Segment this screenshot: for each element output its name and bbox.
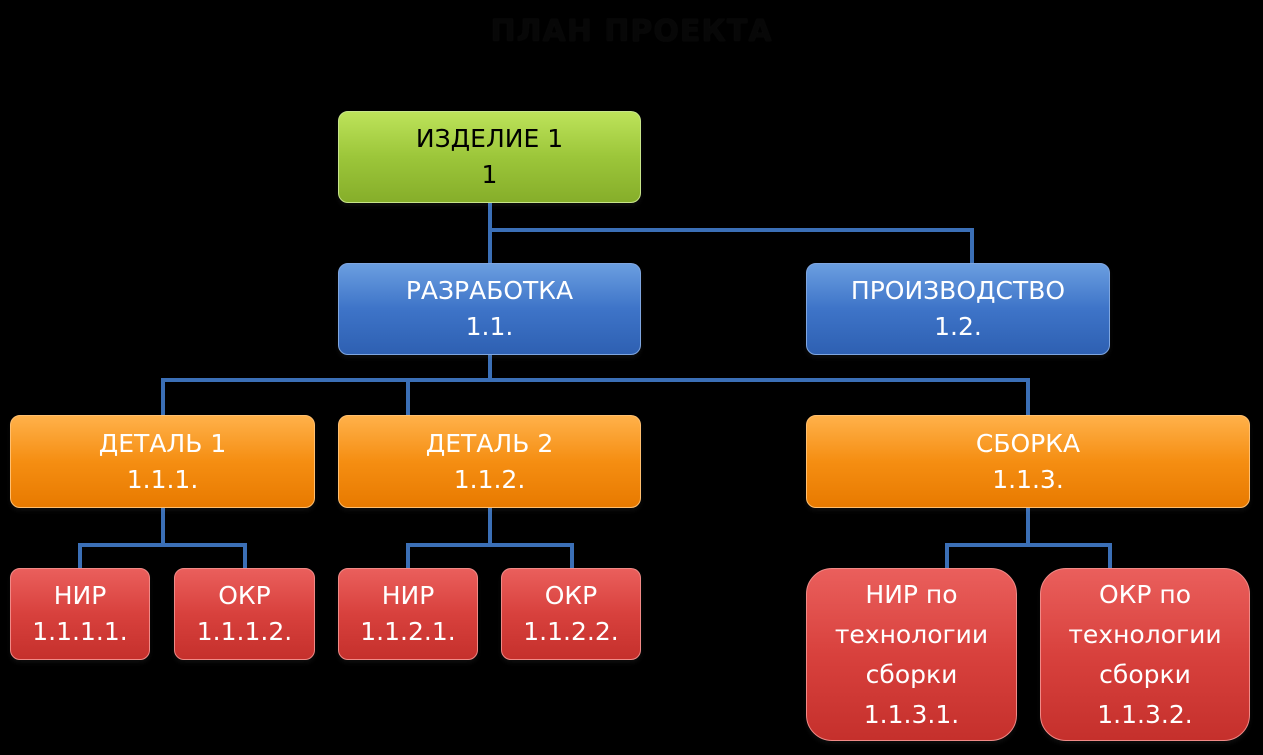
node-assembly-development-line3: сборки [1099, 659, 1191, 689]
connector-det1 [78, 506, 247, 570]
node-detail-2: ДЕТАЛЬ 2 1.1.2. [338, 415, 641, 508]
node-development-name: РАЗРАБОТКА [405, 276, 574, 305]
node-detail-2-name: ДЕТАЛЬ 2 [425, 428, 554, 458]
node-assembly-research-line3: сборки [865, 659, 958, 689]
node-production: ПРОИЗВОДСТВО 1.2. [806, 263, 1110, 355]
node-assembly: СБОРКА 1.1.3. [806, 415, 1250, 508]
node-development-work-2-code: 1.1.2.2. [523, 617, 619, 646]
node-development-code: 1.1. [465, 312, 514, 341]
node-research-1-name: НИР [53, 581, 107, 610]
connector-det2 [406, 506, 574, 570]
node-production-code: 1.2. [934, 312, 982, 341]
node-detail-1-name: ДЕТАЛЬ 1 [98, 428, 227, 458]
node-assembly-code: 1.1.3. [992, 464, 1064, 494]
node-assembly-development: ОКР по технологии сборки 1.1.3.2. [1040, 568, 1250, 741]
node-detail-1-code: 1.1.1. [126, 464, 199, 494]
node-research-2-code: 1.1.2.1. [360, 617, 456, 646]
node-assembly-research-code: 1.1.3.1. [863, 699, 960, 729]
node-assembly-development-line1: ОКР по [1098, 579, 1192, 609]
node-assembly-development-line2: технологии [1068, 619, 1222, 649]
node-research-2: НИР 1.1.2.1. [338, 568, 478, 660]
node-assembly-research: НИР по технологии сборки 1.1.3.1. [806, 568, 1017, 741]
node-detail-1: ДЕТАЛЬ 1 1.1.1. [10, 415, 315, 508]
node-development-work-1-name: ОКР [218, 581, 271, 610]
node-production-name: ПРОИЗВОДСТВО [850, 276, 1066, 305]
connector-dev [161, 353, 1030, 417]
node-development-work-2-name: ОКР [544, 581, 598, 610]
node-research-1-code: 1.1.1.1. [32, 617, 128, 646]
node-assembly-research-line2: технологии [834, 619, 989, 649]
node-detail-2-code: 1.1.2. [453, 464, 526, 494]
node-development-work-2: ОКР 1.1.2.2. [501, 568, 641, 660]
connector-asm [945, 506, 1112, 570]
node-development: РАЗРАБОТКА 1.1. [338, 263, 641, 355]
node-product-1: ИЗДЕЛИЕ 1 1 [338, 111, 641, 203]
node-research-2-name: НИР [381, 581, 435, 610]
diagram-title: ПЛАН ПРОЕКТА [490, 14, 773, 49]
node-assembly-research-line1: НИР по [865, 579, 958, 609]
connector-root [488, 203, 974, 265]
node-product-1-code: 1 [481, 160, 498, 189]
node-research-1: НИР 1.1.1.1. [10, 568, 150, 660]
node-assembly-development-code: 1.1.3.2. [1097, 699, 1193, 729]
node-development-work-1: ОКР 1.1.1.2. [174, 568, 315, 660]
node-product-1-name: ИЗДЕЛИЕ 1 [415, 124, 564, 153]
node-development-work-1-code: 1.1.1.2. [196, 617, 293, 646]
node-assembly-name: СБОРКА [975, 428, 1081, 458]
